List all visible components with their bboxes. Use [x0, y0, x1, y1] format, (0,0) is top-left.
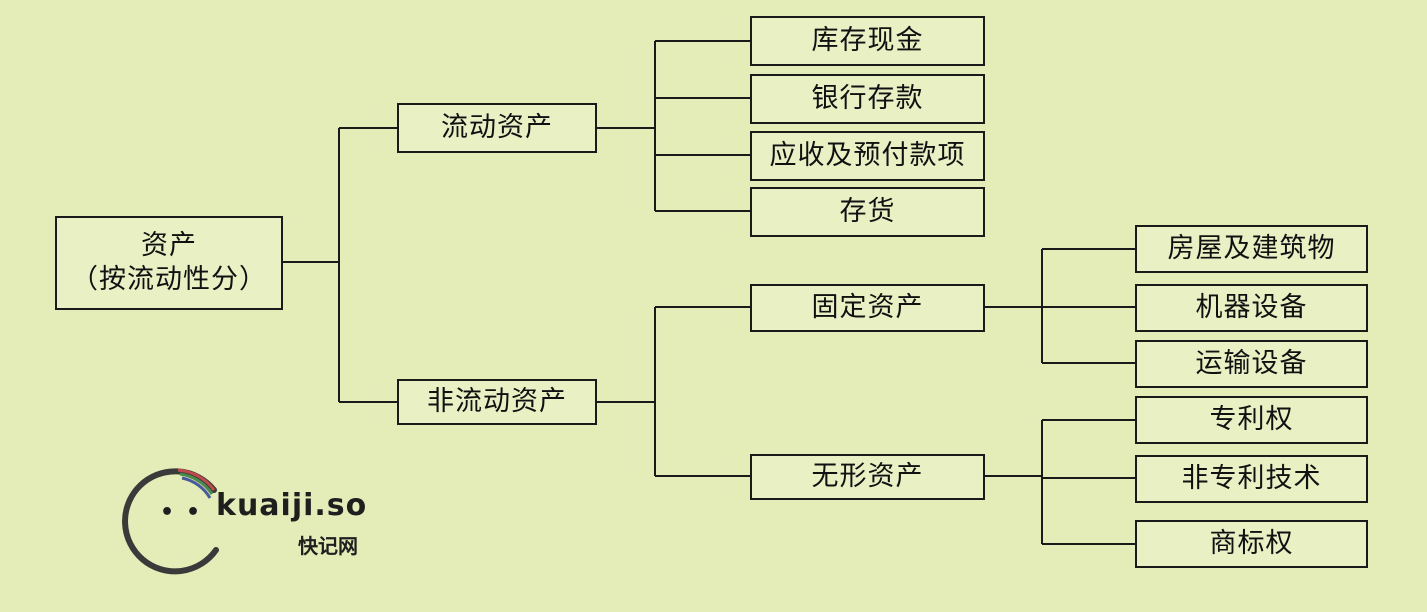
logo-dots-icon: ••	[160, 500, 213, 525]
watermark-logo: •• kuaiji.so 快记网	[118, 460, 378, 590]
node-transport-equipment: 运输设备	[1135, 340, 1368, 388]
root-node-assets: 资产 （按流动性分）	[55, 216, 283, 310]
node-transport-equipment-label: 运输设备	[1195, 348, 1308, 380]
node-intangible-assets-label: 无形资产	[811, 461, 924, 493]
root-node-line1: 资产	[141, 230, 197, 262]
node-intangible-assets: 无形资产	[750, 454, 985, 500]
node-cash-on-hand-label: 库存现金	[811, 25, 924, 57]
node-non-patented-technology: 非专利技术	[1135, 455, 1368, 503]
node-patents-label: 专利权	[1209, 404, 1294, 436]
node-machinery: 机器设备	[1135, 284, 1368, 332]
logo-ring-icon	[122, 468, 219, 575]
root-node-line2: （按流动性分）	[71, 264, 267, 295]
watermark-brand-cn: 快记网	[298, 534, 358, 558]
node-trademarks-label: 商标权	[1209, 528, 1294, 560]
node-machinery-label: 机器设备	[1195, 292, 1308, 324]
node-bank-deposits: 银行存款	[750, 74, 985, 124]
node-current-assets: 流动资产	[397, 103, 597, 153]
node-trademarks: 商标权	[1135, 520, 1368, 568]
node-current-assets-label: 流动资产	[441, 112, 553, 144]
node-patents: 专利权	[1135, 396, 1368, 444]
node-bank-deposits-label: 银行存款	[811, 83, 924, 115]
node-non-patented-technology-label: 非专利技术	[1181, 463, 1322, 495]
node-receivables-prepayments: 应收及预付款项	[750, 131, 985, 181]
node-receivables-prepayments-label: 应收及预付款项	[769, 140, 966, 172]
node-fixed-assets: 固定资产	[750, 284, 985, 332]
node-noncurrent-assets: 非流动资产	[397, 379, 597, 425]
node-noncurrent-assets-label: 非流动资产	[427, 386, 567, 418]
node-inventory-label: 存货	[839, 196, 896, 228]
node-buildings: 房屋及建筑物	[1135, 225, 1368, 273]
node-inventory: 存货	[750, 187, 985, 237]
node-buildings-label: 房屋及建筑物	[1167, 233, 1336, 265]
node-fixed-assets-label: 固定资产	[811, 292, 924, 324]
node-cash-on-hand: 库存现金	[750, 16, 985, 66]
watermark-brand: kuaiji.so	[216, 488, 368, 523]
